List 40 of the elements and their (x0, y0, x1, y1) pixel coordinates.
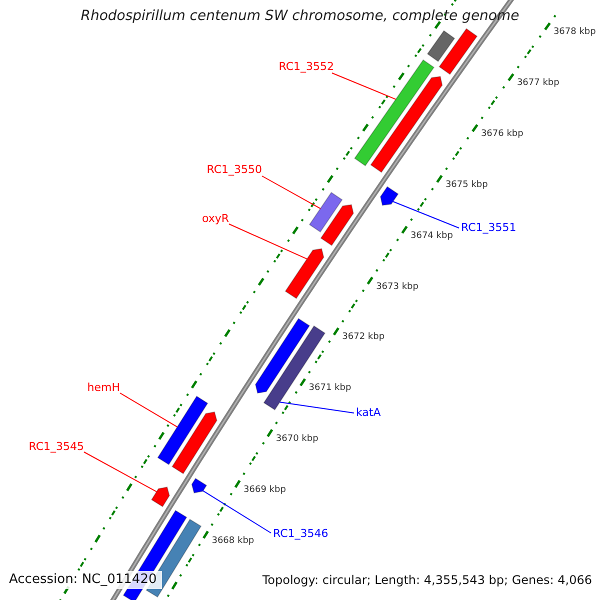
gene-label: RC1_3550 (206, 163, 262, 176)
gene-bar (426, 30, 456, 62)
gene-label: RC1_3551 (461, 221, 516, 234)
gene-label: katA (356, 406, 381, 419)
scale-label: 3669 kbp (244, 484, 286, 496)
gene-bar (308, 192, 343, 233)
scale-label: 3668 kbp (212, 536, 254, 547)
scale-label: 3670 kbp (276, 434, 318, 446)
leader-line (228, 224, 308, 260)
gene-label: RC1_3545 (28, 440, 84, 453)
gene-label: oxyR (202, 212, 229, 225)
leader-line (332, 72, 396, 100)
scale-label: 3674 kbp (410, 230, 453, 242)
scale-label: 3678 kbp (553, 27, 596, 38)
scale-label: 3672 kbp (342, 332, 385, 344)
leader-line (392, 201, 460, 228)
gene-bar (254, 318, 310, 394)
gene-bar (354, 59, 435, 166)
leader-line (84, 452, 158, 492)
gene-bar (284, 248, 324, 300)
leader-line (279, 402, 354, 414)
gene-bar (191, 478, 208, 494)
gene-bar (157, 396, 208, 466)
scale-label: 3671 kbp (308, 383, 352, 394)
leader-line (262, 176, 321, 210)
gene-bar (380, 186, 399, 206)
gene-bar (150, 486, 170, 508)
gene-label: RC1_3546 (273, 527, 328, 540)
gene-bar (172, 411, 218, 474)
gene-bar (320, 204, 354, 246)
gene-label: hemH (87, 381, 120, 394)
scale-label: 3677 kbp (516, 78, 560, 90)
scale-label: 3673 kbp (376, 282, 418, 293)
scale-label: 3676 kbp (480, 129, 524, 140)
gene-label: RC1_3552 (278, 60, 334, 73)
leader-line (202, 490, 272, 534)
scale-label: 3675 kbp (445, 180, 488, 191)
gene-bar (438, 28, 478, 75)
gene-bar (370, 76, 443, 173)
leader-line (120, 392, 178, 428)
